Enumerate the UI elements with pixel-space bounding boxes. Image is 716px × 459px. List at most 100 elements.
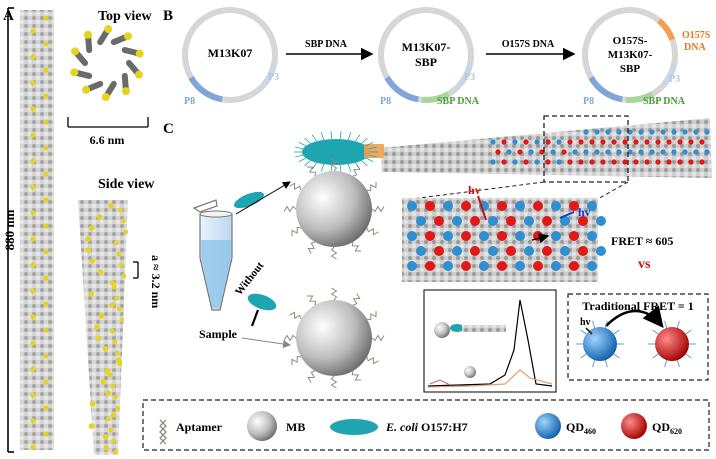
flagellum: [368, 154, 377, 158]
gold-subunit: [30, 392, 36, 398]
quantum-dot: [533, 201, 543, 211]
quantum-dot: [416, 216, 426, 226]
gold-subunit: [111, 284, 117, 290]
legend-mb: MB: [286, 420, 305, 434]
quantum-dot: [589, 139, 595, 145]
hv-red-label: hv: [468, 183, 481, 197]
ligand: [580, 353, 587, 359]
aptamer-strand: [366, 356, 379, 365]
quantum-dot: [594, 129, 600, 135]
quantum-dot: [693, 129, 699, 135]
quantum-dot: [638, 129, 644, 135]
quantum-dot: [407, 231, 417, 241]
sample-label: Sample: [199, 327, 238, 341]
quantum-dot: [569, 201, 579, 211]
quantum-dot: [589, 159, 595, 165]
quantum-dot: [560, 246, 570, 256]
gold-subunit: [109, 302, 115, 308]
quantum-dot: [682, 149, 688, 155]
phage-filament-long: [20, 10, 54, 450]
quantum-dot: [556, 139, 562, 145]
traditional-fret-label: Traditional FRET = 1: [582, 299, 693, 313]
quantum-dot: [567, 159, 573, 165]
ecoli-icon: [330, 419, 378, 435]
gold-subunit: [109, 328, 115, 334]
gold-subunit: [105, 390, 111, 396]
gold-subunit: [115, 357, 122, 363]
gold-subunit: [30, 366, 36, 372]
vs-label: vs: [638, 257, 651, 272]
gold-subunit: [114, 295, 120, 301]
quantum-dot: [660, 129, 666, 135]
quantum-dot: [545, 139, 551, 145]
quantum-dot: [644, 139, 650, 145]
donor-qd460: [583, 327, 617, 361]
quantum-dot: [616, 129, 622, 135]
flagellum: [365, 157, 374, 163]
gold-subunit: [88, 291, 94, 297]
quantum-dot: [561, 149, 567, 155]
quantum-dot: [461, 201, 471, 211]
flagellum: [347, 164, 352, 172]
gold-subunit: [30, 184, 36, 190]
gold-subunit: [110, 383, 116, 389]
gold-subunit: [118, 207, 124, 213]
aptamer-icon: [159, 419, 167, 445]
aptamer-strand: [352, 164, 361, 177]
quantum-dot: [682, 129, 688, 135]
without-label: Without: [233, 260, 267, 298]
aptamer-strand: [330, 246, 338, 260]
gold-subunit: [112, 394, 118, 400]
gold-subunit: [43, 405, 49, 411]
gold-subunit: [88, 423, 95, 429]
quantum-dot: [666, 139, 672, 145]
quantum-dot: [523, 139, 529, 145]
quantum-dot: [556, 159, 562, 165]
gold-subunit: [98, 313, 105, 319]
quantum-dot: [506, 246, 516, 256]
diameter-label: 6.6 nm: [90, 133, 125, 147]
gold-subunit: [43, 353, 49, 359]
quantum-dot: [534, 139, 540, 145]
gold-subunit: [116, 251, 122, 257]
quantum-dot: [452, 216, 462, 226]
ligand: [652, 329, 659, 335]
gold-subunit: [102, 346, 109, 352]
gold-subunit: [30, 28, 36, 34]
plasmid-2-name-line2: SBP: [415, 55, 437, 69]
pitch-bracket: [133, 261, 139, 279]
quantum-dot: [649, 129, 655, 135]
gold-subunit: [43, 327, 49, 333]
gold-subunit: [102, 434, 109, 440]
ligand: [652, 353, 659, 359]
quantum-dot: [523, 159, 529, 165]
gold-subunit: [101, 92, 110, 101]
arrow-sbp-dna: SBP DNA: [286, 39, 374, 61]
gold-subunit: [109, 280, 116, 286]
gold-subunit: [118, 262, 124, 268]
gold-subunit: [112, 339, 118, 345]
quantum-dot: [461, 231, 471, 241]
gold-subunit: [121, 87, 130, 96]
ligand: [604, 321, 608, 328]
gold-subunit: [43, 197, 49, 203]
quantum-dot: [545, 159, 551, 165]
quantum-dot: [515, 201, 525, 211]
quantum-dot: [587, 261, 597, 271]
phage-with-bacteria: [294, 118, 712, 178]
quantum-dot: [638, 149, 644, 155]
traditional-fret-box: Traditional FRET = 1 hv: [567, 293, 709, 381]
quantum-dot: [583, 149, 589, 155]
quantum-dot: [551, 201, 561, 211]
acceptor-qd620: [655, 327, 689, 361]
gold-subunit: [104, 368, 110, 374]
aptamer-strand: [330, 287, 338, 301]
quantum-dot: [470, 216, 480, 226]
gold-subunit: [116, 306, 122, 312]
plasmid-2-p8: P8: [380, 96, 391, 107]
quantum-dot: [497, 261, 507, 271]
aptamer-strand: [330, 158, 338, 172]
hv-red-arrow: [477, 195, 487, 221]
gold-subunit: [30, 444, 36, 450]
quantum-dot: [660, 149, 666, 155]
